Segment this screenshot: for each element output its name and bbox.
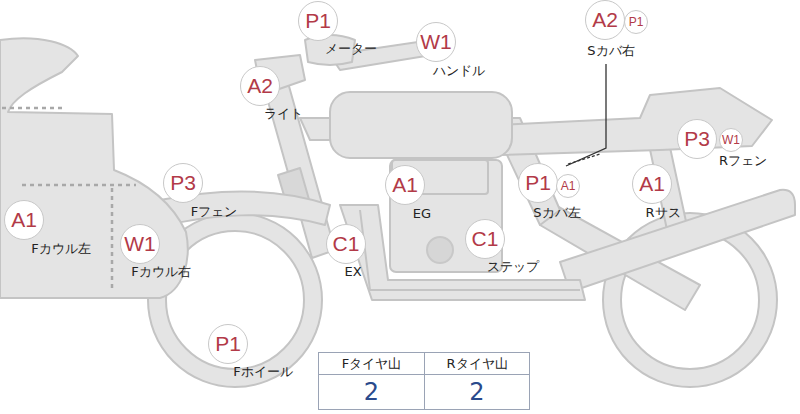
part-name: Fカウル左 [31, 241, 90, 257]
damage-callout: P1 [624, 10, 648, 34]
part-name: ハンドル [433, 63, 485, 79]
damage-callout: C1ステップ [465, 219, 505, 259]
callout-code: W1 [720, 129, 742, 151]
part-name: EX [344, 264, 361, 280]
damage-callout: W1Fカウル右 [120, 224, 160, 264]
callout-code: C1 [327, 225, 365, 263]
callout-code: C1 [466, 220, 504, 258]
damage-callout: W1ハンドル [416, 22, 456, 62]
damage-callout: P1メーター [298, 1, 338, 41]
callout-code: P1 [625, 11, 647, 33]
callout-code: A1 [557, 175, 579, 197]
damage-callout: A1 [556, 174, 580, 198]
damage-callout: C1EX [326, 224, 366, 264]
damage-callout: P1Fホイール [208, 324, 248, 364]
damage-callout: A1Fカウル左 [4, 200, 44, 240]
table-text: Fタイヤ山 [342, 355, 401, 373]
callout-code: A1 [386, 166, 424, 204]
table-text: 2 [364, 378, 379, 406]
callout-code: P1 [209, 325, 247, 363]
callout-code: P1 [519, 164, 557, 202]
table-cell: Fタイヤ山 [319, 353, 424, 375]
callout-code: A1 [5, 201, 43, 239]
part-name: Fフェン [191, 204, 237, 220]
part-name: Fホイール [233, 364, 292, 380]
part-name: Sカバ左 [533, 205, 580, 221]
callout-code: W1 [121, 225, 159, 263]
part-name: Fカウル右 [131, 264, 190, 280]
damage-callout: A2Sカバ右 [585, 0, 625, 40]
part-name: EG [413, 206, 431, 222]
tyre-table: Fタイヤ山 Rタイヤ山 2 2 [318, 352, 530, 410]
table-cell: Rタイヤ山 [424, 353, 529, 375]
callout-code: P1 [299, 2, 337, 40]
callout-code: A2 [241, 67, 279, 105]
callout-code: A2 [586, 1, 624, 39]
part-name: Rフェン [719, 153, 767, 169]
part-name: ステップ [487, 259, 539, 275]
part-name: ライト [264, 106, 303, 122]
damage-callout: A1EG [385, 165, 425, 205]
callout-code: W1 [417, 23, 455, 61]
damage-callout: P1Sカバ左 [518, 163, 558, 203]
damage-callout: P3Rフェン [677, 119, 717, 159]
callout-code: P3 [678, 120, 716, 158]
part-name: Sカバ右 [587, 43, 634, 59]
table-cell: 2 [424, 375, 529, 409]
callout-code: A1 [633, 165, 671, 203]
table-cell: 2 [319, 375, 424, 409]
damage-callout: P3Fフェン [163, 163, 203, 203]
damage-callout: W1 [719, 128, 743, 152]
table-text: 2 [469, 378, 484, 406]
table-text: Rタイヤ山 [446, 355, 507, 373]
damage-callout: A2ライト [240, 66, 280, 106]
part-name: メーター [325, 41, 377, 57]
part-name: Rサス [645, 205, 680, 221]
callout-code: P3 [164, 164, 202, 202]
damage-callout: A1Rサス [632, 164, 672, 204]
